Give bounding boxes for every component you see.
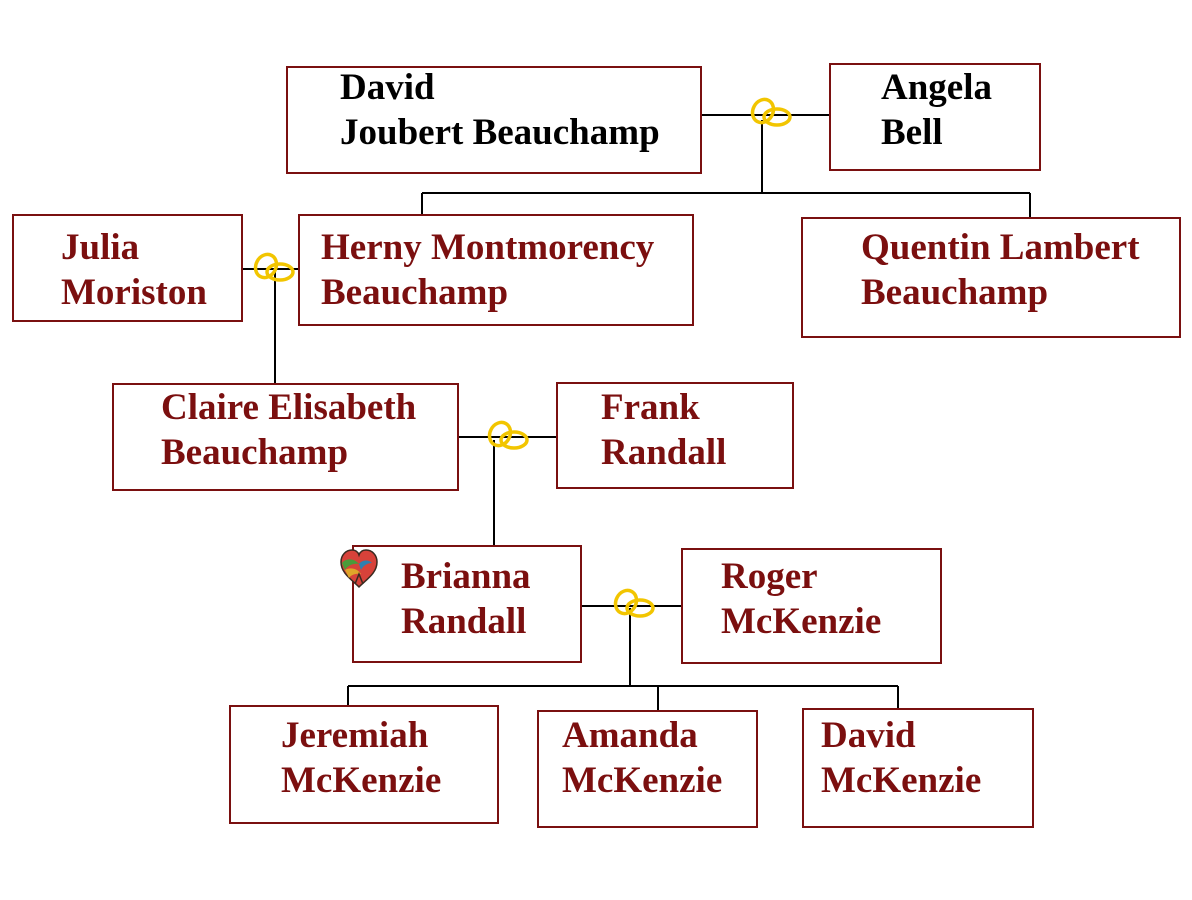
last-name: Randall xyxy=(401,601,527,642)
person-box-david-mckenzie xyxy=(802,708,1034,828)
person-name: Amanda McKenzie xyxy=(562,713,722,803)
first-name: Claire Elisabeth xyxy=(161,387,417,428)
person-name: David McKenzie xyxy=(821,713,981,803)
person-name: Frank Randall xyxy=(601,385,726,475)
person-box-frank-randall xyxy=(556,382,794,489)
person-box-amanda-mckenzie xyxy=(537,710,758,828)
person-box-angela-bell xyxy=(829,63,1041,171)
person-box-claire-elisabeth-beauchamp xyxy=(112,383,459,491)
first-name: Angela xyxy=(881,67,992,108)
heart-icon xyxy=(340,549,378,589)
first-name: Jeremiah xyxy=(281,715,429,756)
person-name: Quentin Lambert Beauchamp xyxy=(861,225,1140,315)
first-name: David xyxy=(340,67,435,108)
first-name: Quentin Lambert xyxy=(861,227,1140,268)
last-name: McKenzie xyxy=(821,760,982,801)
first-name: David xyxy=(821,715,916,756)
first-name: Herny Montmorency xyxy=(321,227,655,268)
person-name: Angela Bell xyxy=(881,65,992,155)
person-name: David Joubert Beauchamp xyxy=(340,65,660,155)
last-name: Randall xyxy=(601,432,727,473)
last-name: McKenzie xyxy=(562,760,723,801)
person-name: Roger McKenzie xyxy=(721,554,881,644)
last-name: Bell xyxy=(881,112,943,153)
last-name: Beauchamp xyxy=(321,272,509,313)
person-name: Julia Moriston xyxy=(61,225,207,315)
last-name: Moriston xyxy=(61,272,207,313)
person-box-brianna-randall xyxy=(352,545,582,663)
first-name: Amanda xyxy=(562,715,698,756)
wedding-rings-icon xyxy=(253,252,295,282)
first-name: Roger xyxy=(721,556,818,597)
person-box-henry-montmorency-beauchamp xyxy=(298,214,694,326)
last-name: Joubert Beauchamp xyxy=(340,112,660,153)
person-box-jeremiah-mckenzie xyxy=(229,705,499,824)
person-box-roger-mckenzie xyxy=(681,548,942,664)
person-name: Jeremiah McKenzie xyxy=(281,713,441,803)
wedding-rings-icon xyxy=(613,588,655,618)
first-name: Brianna xyxy=(401,556,531,597)
person-box-julia-moriston xyxy=(12,214,243,322)
first-name: Julia xyxy=(61,227,140,268)
person-name: Claire Elisabeth Beauchamp xyxy=(161,385,416,475)
person-box-david-joubert-beauchamp xyxy=(286,66,702,174)
last-name: McKenzie xyxy=(281,760,442,801)
wedding-rings-icon xyxy=(487,420,529,450)
person-name: Herny Montmorency Beauchamp xyxy=(321,225,654,315)
last-name: Beauchamp xyxy=(861,272,1049,313)
first-name: Frank xyxy=(601,387,700,428)
last-name: Beauchamp xyxy=(161,432,349,473)
person-name: Brianna Randall xyxy=(401,554,531,644)
person-box-quentin-lambert-beauchamp xyxy=(801,217,1181,338)
last-name: McKenzie xyxy=(721,601,882,642)
wedding-rings-icon xyxy=(750,97,792,127)
